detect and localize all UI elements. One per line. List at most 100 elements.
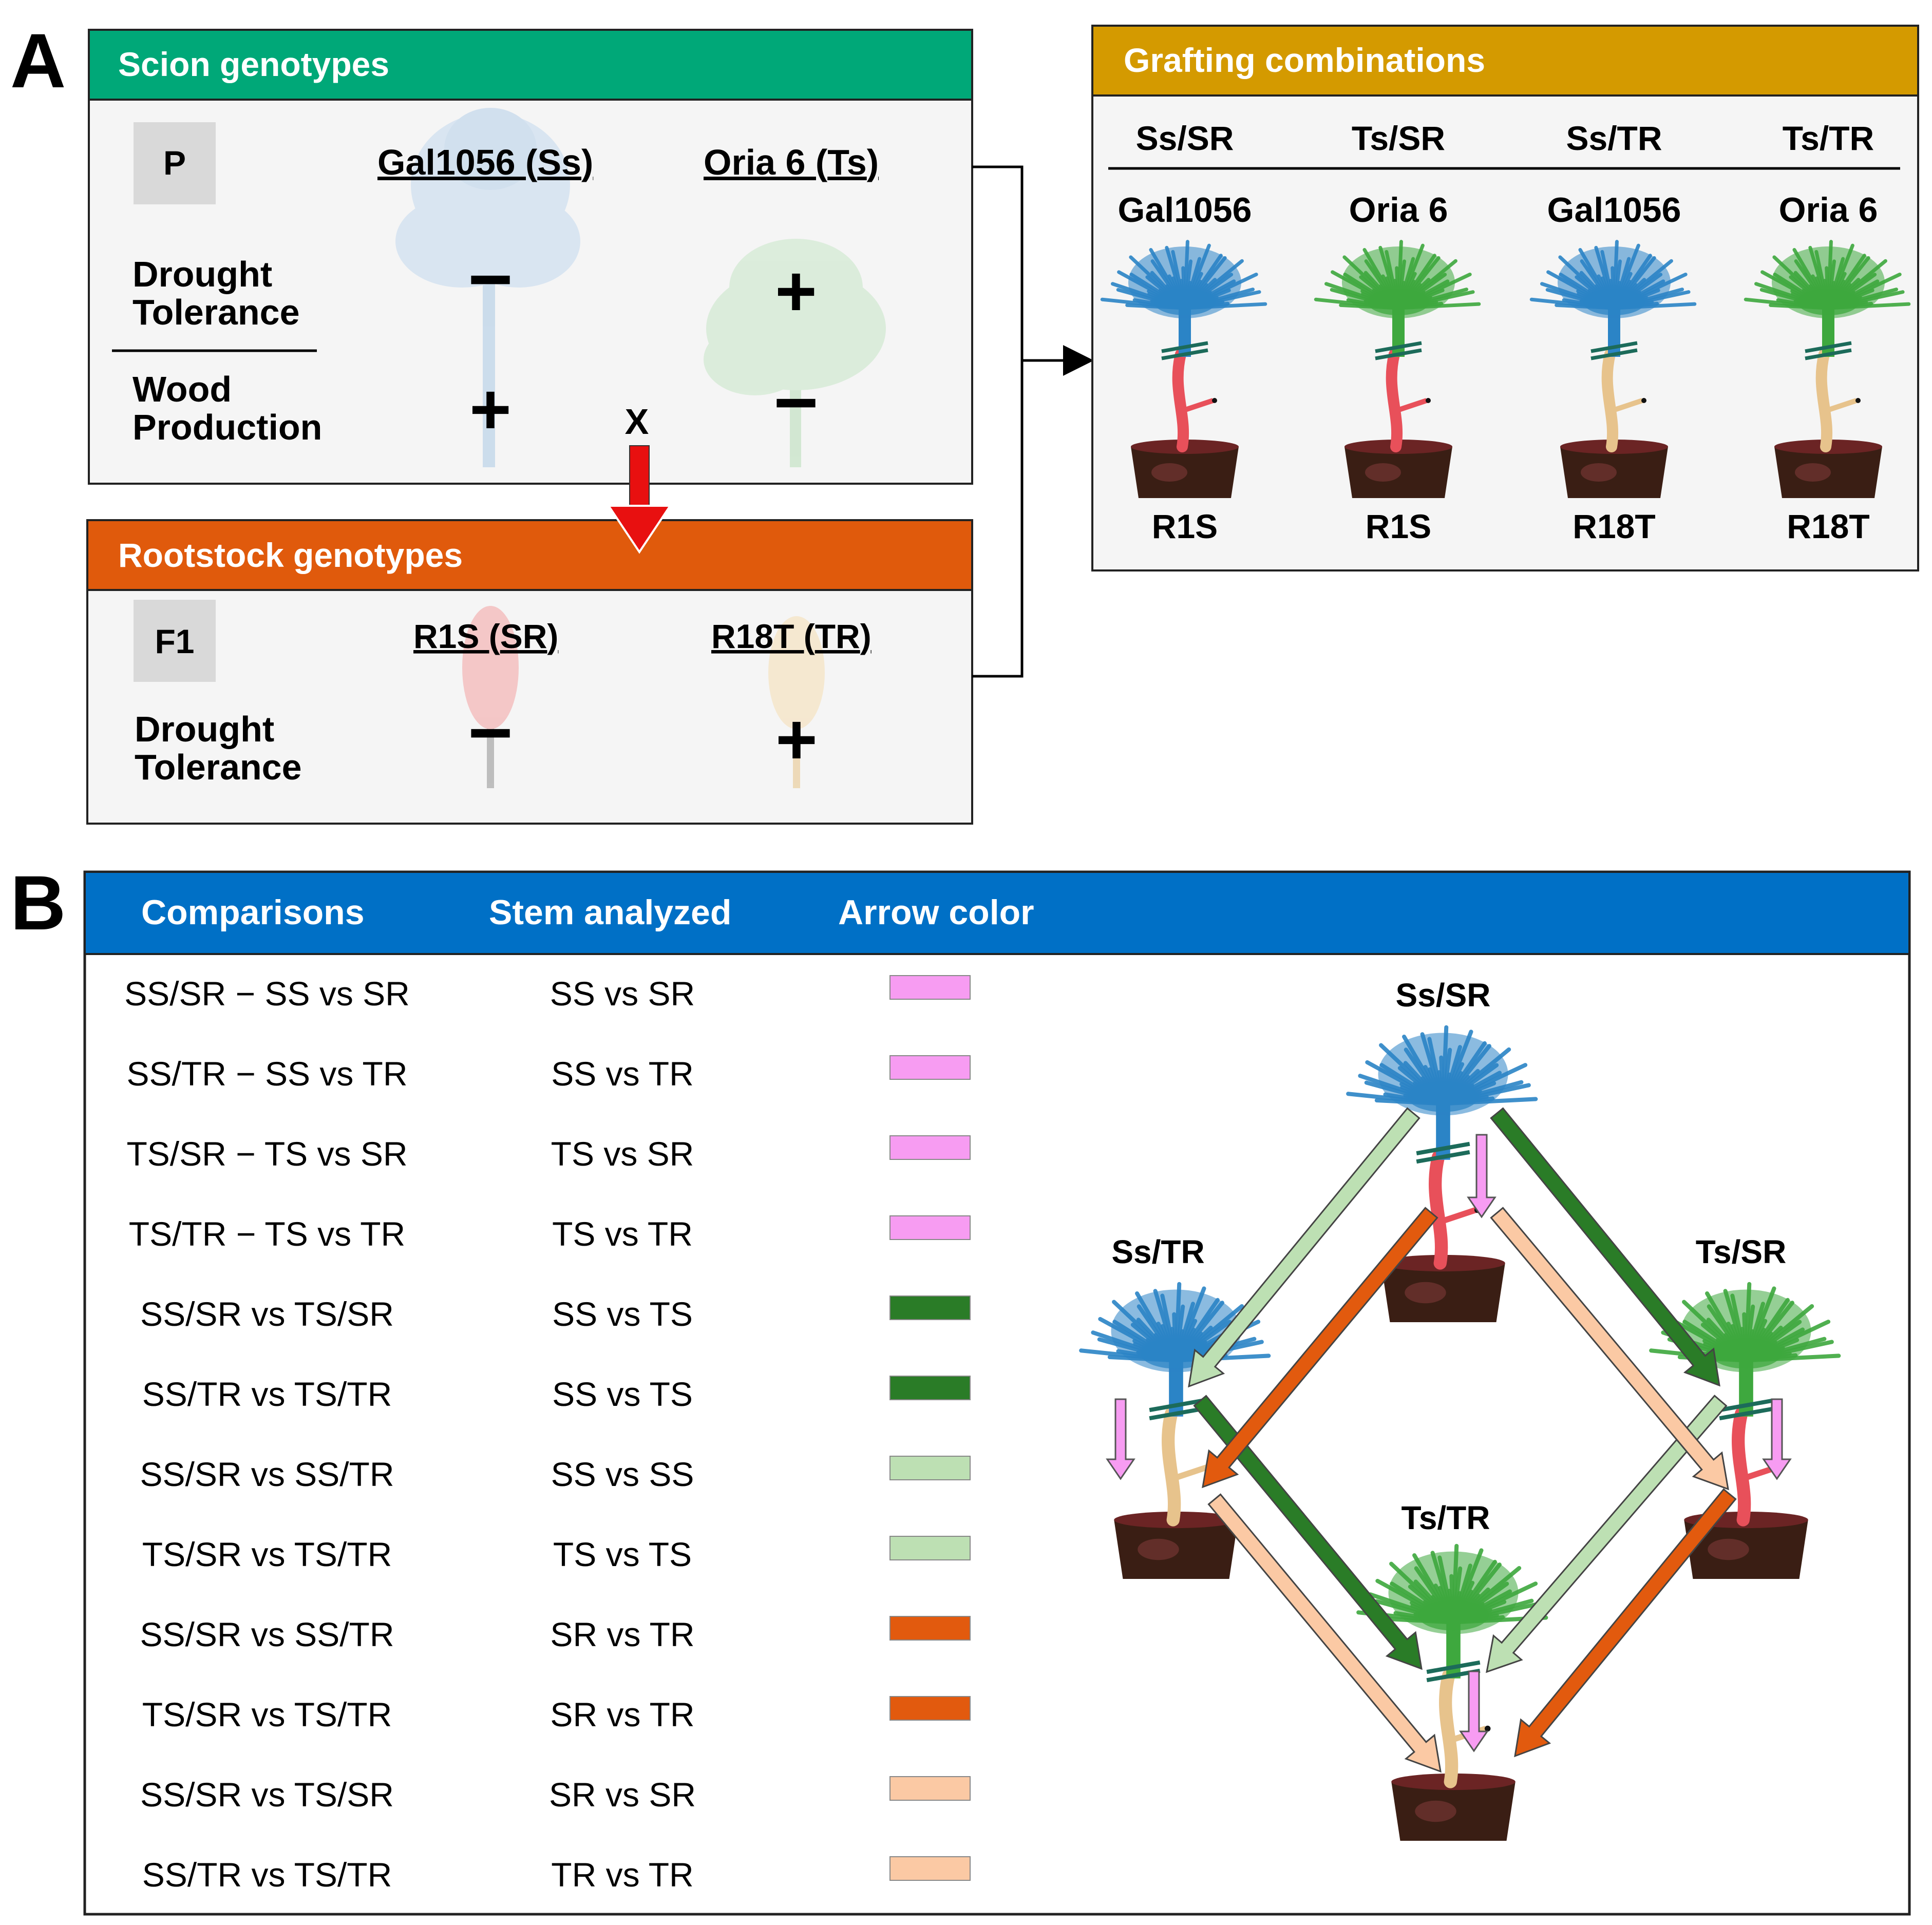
rootstock-stem xyxy=(1439,1669,1459,1788)
col-header-stem: Stem analyzed xyxy=(489,893,731,932)
table-row-comparison: TS/TR − TS vs TR xyxy=(129,1215,405,1253)
graft-code-label: Ts/TR xyxy=(1783,119,1874,157)
table-row-color-swatch xyxy=(889,1536,971,1560)
table-row-comparison: TS/SR vs TS/TR xyxy=(142,1695,392,1733)
scion-trait1-line1: Drought xyxy=(132,254,272,294)
rootstock-trait-line2: Tolerance xyxy=(135,747,302,787)
r1s-tree-icon xyxy=(462,606,519,788)
table-row-stem: TS vs TR xyxy=(552,1215,693,1253)
graft-plant-icon xyxy=(1314,240,1481,498)
rootstock-branch xyxy=(1395,398,1428,413)
graft-root-label: R18T xyxy=(1573,507,1655,545)
table-row-comparison: TS/SR vs TS/TR xyxy=(142,1535,392,1573)
graft-code-label: Ts/SR xyxy=(1352,119,1445,157)
arrow-peach xyxy=(1490,1207,1729,1491)
scion-trait1-line2: Tolerance xyxy=(132,292,300,332)
r1s-drought-sign: − xyxy=(468,689,513,775)
table-row-comparison: SS/SR vs SS/TR xyxy=(140,1455,394,1493)
rootstock-branch xyxy=(1825,398,1858,413)
panel-label-b: B xyxy=(10,860,66,946)
rootstock-stem xyxy=(1162,1407,1181,1527)
graft-mark xyxy=(1161,341,1208,353)
graft-root-label: R18T xyxy=(1787,507,1869,545)
rootstock-panel: Rootstock genotypes F1 Drought Tolerance… xyxy=(86,519,973,825)
rootstock-trait-line1: Drought xyxy=(135,709,274,749)
rootstock-branch xyxy=(1439,1207,1477,1225)
rootstock-generation: F1 xyxy=(155,622,194,660)
diamond-plant-bottom xyxy=(1356,1543,1548,1841)
table-row-color-swatch xyxy=(889,1215,971,1240)
r18t-tree-icon xyxy=(768,616,825,788)
scion-header-bar xyxy=(88,29,973,101)
table-row-comparison: SS/TR vs TS/TR xyxy=(142,1375,392,1413)
table-row-color-swatch xyxy=(889,975,971,1000)
scion-title: Scion genotypes xyxy=(118,45,389,83)
table-row-color-swatch xyxy=(889,1616,971,1641)
col-header-arrow-color: Arrow color xyxy=(838,893,1034,932)
graft-code-label: Ss/SR xyxy=(1136,119,1234,157)
diamond-label-top: Ss/SR xyxy=(1396,977,1491,1014)
table-row-stem: TS vs SR xyxy=(551,1135,694,1173)
rootstock-stem xyxy=(1386,349,1403,452)
arrow-peach xyxy=(1207,1493,1442,1773)
graft-plant-icon xyxy=(1100,240,1267,498)
crown xyxy=(1356,1543,1548,1634)
rootstock-branch xyxy=(1611,398,1643,413)
graft-mark xyxy=(1375,341,1422,353)
graft-plant-icon xyxy=(1529,240,1697,498)
table-row-stem: SS vs TS xyxy=(552,1295,693,1333)
grafting-panel: Grafting combinations Ss/SRGal1056R1STs/… xyxy=(1091,25,1919,571)
gal1056-drought-sign: − xyxy=(468,236,513,322)
scion-generation: P xyxy=(163,144,186,182)
graft-scion-label: Oria 6 xyxy=(1779,190,1878,230)
table-row-color-swatch xyxy=(889,1696,971,1721)
table-row-color-swatch xyxy=(889,1776,971,1801)
scion-panel: Scion genotypes P Drought Tolerance Wood… xyxy=(88,29,973,485)
table-row-stem: SS vs TS xyxy=(552,1375,693,1413)
grafting-body xyxy=(1091,94,1919,571)
gal1056-wood-sign: + xyxy=(469,369,512,449)
grafting-title: Grafting combinations xyxy=(1124,41,1485,79)
r1s-label: R1S (SR) xyxy=(413,617,558,655)
graft-root-label: R1S xyxy=(1366,507,1431,545)
crown xyxy=(1346,1025,1538,1116)
crown xyxy=(1314,240,1481,318)
table-row-color-swatch xyxy=(889,1295,971,1320)
table-row-color-swatch xyxy=(889,1135,971,1160)
diamond-plant-top xyxy=(1346,1025,1538,1322)
graft-code-label: Ss/TR xyxy=(1566,119,1662,157)
table-row-stem: TS vs TS xyxy=(553,1535,692,1573)
table-row-stem: TR vs TR xyxy=(551,1856,693,1894)
arrow-orange xyxy=(1514,1488,1737,1758)
scion-generation-box xyxy=(134,122,216,204)
table-row-color-swatch xyxy=(889,1456,971,1480)
graft-plant-icon xyxy=(1744,240,1911,498)
rootstock-generation-box xyxy=(134,600,216,682)
diamond-label-left: Ss/TR xyxy=(1111,1233,1204,1270)
graft-scion-label: Oria 6 xyxy=(1349,190,1448,230)
gal1056-tree-icon xyxy=(395,108,580,467)
arrow-pink xyxy=(1459,1670,1489,1752)
arrow-dark-green xyxy=(1490,1107,1720,1387)
rootstock-branch xyxy=(1181,398,1214,413)
graft-mark xyxy=(1426,1660,1481,1674)
crown xyxy=(1744,240,1911,318)
rootstock-body xyxy=(86,589,973,825)
comparison-table-panel: Comparisons Stem analyzed Arrow color SS… xyxy=(83,870,1911,1916)
r18t-label: R18T (TR) xyxy=(711,617,872,655)
table-row-comparison: SS/SR vs TS/SR xyxy=(140,1295,394,1333)
table-row-stem: SR vs TR xyxy=(550,1695,694,1733)
graft-mark xyxy=(1149,1398,1203,1413)
table-row-color-swatch xyxy=(889,1856,971,1881)
panel-label-a: A xyxy=(10,17,66,104)
rootstock-stem xyxy=(1815,349,1833,452)
graft-root-label: R1S xyxy=(1152,507,1218,545)
graft-mark xyxy=(1719,1398,1773,1413)
oria6-tree-icon xyxy=(704,239,886,467)
scion-trait2-line1: Wood xyxy=(132,369,232,409)
oria6-wood-sign: − xyxy=(773,359,819,445)
table-row-comparison: SS/SR vs TS/SR xyxy=(140,1776,394,1814)
table-row-stem: SS vs TR xyxy=(551,1055,694,1093)
table-row-stem: SR vs SR xyxy=(549,1776,696,1814)
